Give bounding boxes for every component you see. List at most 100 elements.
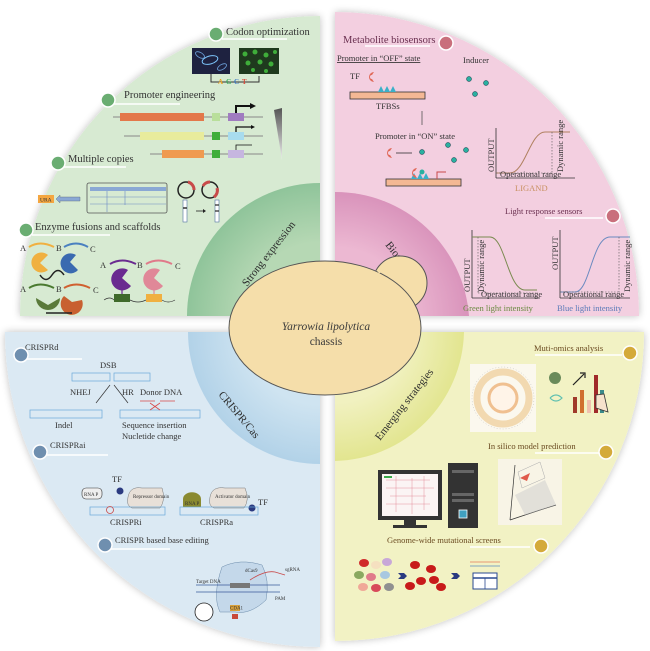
circos-plot [470, 364, 536, 432]
pam-label: PAM [275, 597, 286, 602]
microscope-image-1 [192, 48, 230, 74]
promoter-off [349, 91, 426, 100]
substrate-a-2: A [20, 284, 27, 294]
base-editor-diagram: dCas9 sgRNA Target DNA PAM CDA1 [194, 561, 300, 622]
crispra-label: CRISPRa [200, 517, 233, 527]
target-dna-label: Target DNA [196, 580, 221, 585]
section-enzyme-fusions: Enzyme fusions and scaffolds [35, 222, 161, 233]
rnap-crispra [183, 492, 201, 507]
transcription-arrow [436, 171, 446, 179]
rnap-label-i: RNA P [84, 493, 99, 498]
inducer-label: Inducer [463, 55, 489, 65]
section-dot-base-editing [97, 537, 113, 553]
cell-glow [201, 55, 219, 65]
tf-hexagon-a [248, 504, 256, 512]
dna-crispri [89, 506, 166, 516]
section-dot-enzyme [18, 222, 34, 238]
product-c-2: C [93, 285, 99, 295]
section-dot-metabolite [438, 35, 454, 51]
cell-glow [217, 63, 227, 71]
section-dot-crisprd [13, 347, 29, 363]
computer-icon [378, 463, 478, 528]
section-base-editing: CRISPR based base editing [115, 535, 209, 545]
tf-icon [368, 72, 374, 82]
green-y-label: OUTPUT [462, 258, 472, 292]
cda-label: CDA1 [230, 607, 244, 612]
section-dot-codon [208, 26, 224, 42]
section-multiple-copies: Multiple copies [68, 154, 134, 165]
on-state-label: Promoter in “ON” state [375, 131, 455, 141]
omics-icons [549, 372, 609, 413]
model-plot [498, 459, 562, 525]
center-cell: Yarrowia lipolytica chassis [228, 255, 428, 396]
repressor-domain [127, 487, 164, 509]
ligand-operational-range: Operational range [500, 169, 561, 179]
repressor-label: Repressor domain [133, 495, 170, 500]
promoter-constructs [113, 103, 282, 160]
block-icon [106, 506, 114, 514]
green-x-label: Green light intensity [463, 303, 534, 313]
section-dot-crisprai [32, 444, 48, 460]
crispri-label: CRISPRi [110, 517, 142, 527]
tf-label-crispra: TF [258, 497, 268, 507]
section-multi-omics: Muti-omics analysis [534, 343, 603, 353]
codon-arrow [210, 74, 260, 83]
intermediate-b-3: B [137, 260, 143, 270]
sgrna-label: sgRNA [285, 568, 300, 573]
ligand-y-label: OUTPUT [486, 138, 496, 172]
section-dot-multiple-copies [50, 155, 66, 171]
donor-dna [140, 400, 175, 411]
base-c: C [234, 78, 239, 86]
inducer-dots-on [419, 142, 469, 163]
section-light-response: Light response sensors [505, 206, 582, 216]
change-label: Nucletide change [122, 431, 181, 441]
section-dot-genome-wide [533, 538, 549, 554]
product-c: C [90, 244, 96, 254]
section-crisprd: CRISPRd [25, 342, 59, 352]
hr-arrow [113, 384, 129, 404]
activator-label: Activator domain [215, 495, 251, 500]
inducer-bound [419, 169, 425, 175]
cell-body [228, 260, 422, 396]
section-codon-optimization: Codon optimization [226, 27, 310, 38]
bud-neck [376, 256, 399, 274]
biosensors-content: Metabolite biosensors Promoter in “OFF” … [337, 35, 632, 313]
tfbs-marks [378, 86, 396, 92]
dcas9-label: dCas9 [245, 569, 258, 574]
tf-hexagon [116, 487, 124, 495]
green-cells [242, 49, 277, 73]
base-g: G [226, 78, 232, 86]
substrate-a-3: A [100, 260, 107, 270]
insertion-label: Sequence insertion [122, 420, 187, 430]
mutational-screen-icons [354, 558, 500, 592]
strong-expression-content: Codon optimization A G C T Promoter engi… [18, 26, 310, 315]
tf-bound [412, 168, 417, 178]
section-dot-promoter [100, 92, 116, 108]
rnap-label-a: RNA P [185, 502, 200, 507]
center-title: Yarrowia lipolytica [282, 321, 371, 333]
blue-dynamic-range: Dynamic range [622, 240, 632, 292]
substrate-a: A [20, 243, 27, 253]
inducer-dots [466, 76, 489, 97]
tfbs-label: TFBSs [376, 101, 400, 111]
nhej-arrow [95, 384, 111, 404]
section-promoter-engineering: Promoter engineering [124, 90, 216, 101]
product-c-3: C [175, 261, 181, 271]
blue-x-label: Blue light intensity [557, 303, 623, 313]
hr-label: HR [122, 387, 134, 397]
section-dot-multi-omics [622, 345, 638, 361]
green-operational-range: Operational range [481, 289, 542, 299]
tf-label-crispri: TF [112, 474, 122, 484]
emerging-content: Muti-omics analysis In silico model pred… [354, 343, 638, 592]
dsb-label: DSB [100, 360, 117, 370]
crispr-content: CRISPRd DSB NHEJ HR Donor DNA Indel Sequ… [13, 342, 300, 622]
blue-y-label: OUTPUT [550, 236, 560, 270]
section-metabolite-biosensors: Metabolite biosensors [343, 35, 435, 46]
tf-icon-free [387, 148, 392, 158]
blue-light-plot: OUTPUT Dynamic range Operational range B… [550, 230, 632, 313]
multiple-copies-diagram: URA [38, 180, 220, 223]
section-in-silico: In silico model prediction [488, 441, 576, 451]
base-a: A [218, 78, 223, 86]
ligand-dynamic-range: Dynamic range [555, 120, 565, 172]
